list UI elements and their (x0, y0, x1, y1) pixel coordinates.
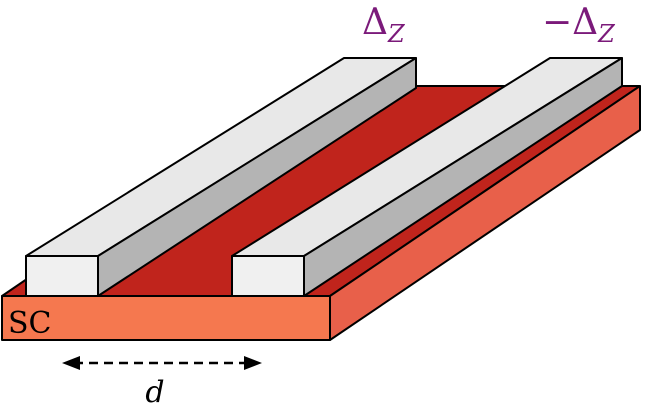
right-bar-front (231, 255, 305, 297)
distance-arrow (62, 356, 262, 370)
distance-arrowhead-left (62, 356, 80, 370)
substrate-front (1, 295, 331, 341)
left-bar-front (25, 255, 99, 297)
substrate-label: SC (8, 306, 52, 341)
distance-arrowhead-right (244, 356, 262, 370)
right-bar-label: −ΔZ (542, 2, 616, 48)
left-bar-label: ΔZ (362, 2, 406, 48)
distance-label: d (145, 375, 164, 408)
